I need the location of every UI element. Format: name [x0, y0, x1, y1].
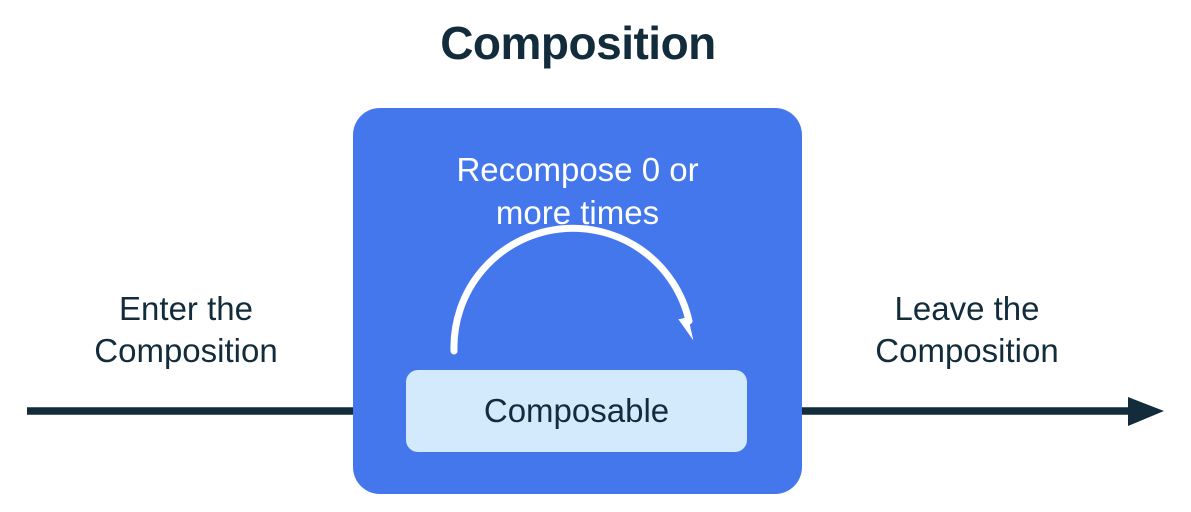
- leave-arrow-icon: [747, 397, 1164, 426]
- recompose-label: Recompose 0 or more times: [456, 151, 699, 231]
- diagram-title: Composition: [440, 17, 716, 69]
- enter-arrow-icon: [27, 398, 404, 424]
- enter-composition-label: Enter the Composition: [94, 290, 278, 369]
- leave-composition-label: Leave the Composition: [875, 290, 1059, 369]
- composable-box: Composable: [406, 370, 747, 452]
- composable-label: Composable: [483, 392, 670, 429]
- recompose-loop-arrow-icon: [450, 224, 802, 355]
- composition-box: Recompose 0 or more times Composable: [353, 108, 802, 494]
